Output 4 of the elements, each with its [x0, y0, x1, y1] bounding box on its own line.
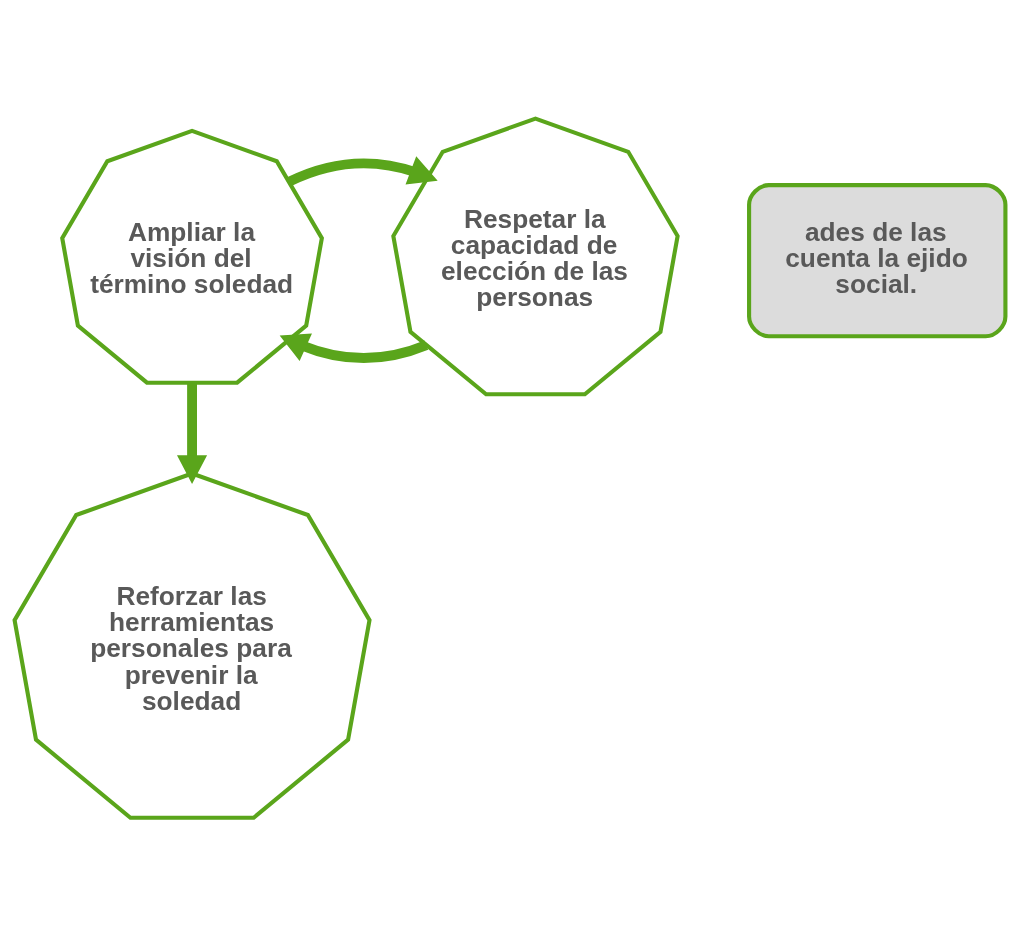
arrow [177, 382, 208, 484]
arrow [279, 332, 429, 363]
node-box: ades de las cuenta la ejido social. [747, 182, 1008, 338]
arrow [287, 155, 438, 186]
